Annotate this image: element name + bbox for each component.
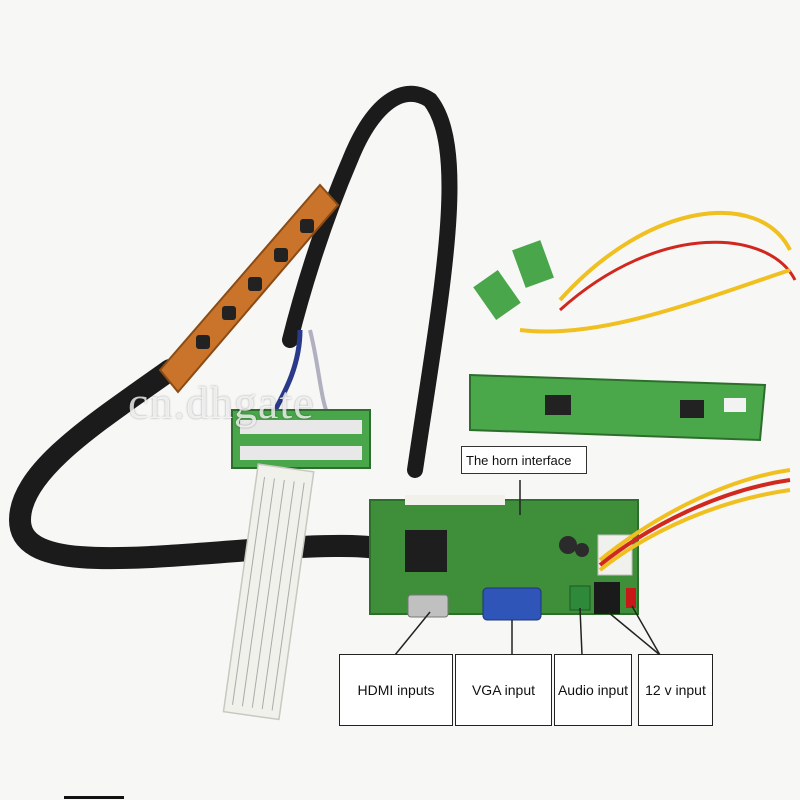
corner-mark: [64, 796, 124, 799]
small-board-2: [473, 270, 521, 320]
power-input-label: 12 v input: [638, 654, 713, 726]
ribbon-cable: [222, 463, 315, 721]
lvds-adapter: [231, 329, 371, 469]
lvds-cable: [282, 85, 458, 478]
small-board-1: [512, 240, 554, 288]
power-jack-icon: [594, 582, 620, 614]
audio-jack-icon: [569, 585, 591, 611]
audio-input-label: Audio input: [554, 654, 632, 726]
vga-input-label: VGA input: [455, 654, 552, 726]
horn-interface-label: The horn interface: [461, 446, 587, 474]
hdmi-port-icon: [407, 594, 449, 618]
hdmi-input-label: HDMI inputs: [339, 654, 453, 726]
vga-port-icon: [482, 587, 542, 621]
yellow-wires: [558, 210, 792, 302]
main-board: [369, 468, 791, 621]
keypad-board: [158, 183, 340, 394]
keypad-cable: [8, 359, 386, 570]
inverter-board: [469, 373, 767, 442]
